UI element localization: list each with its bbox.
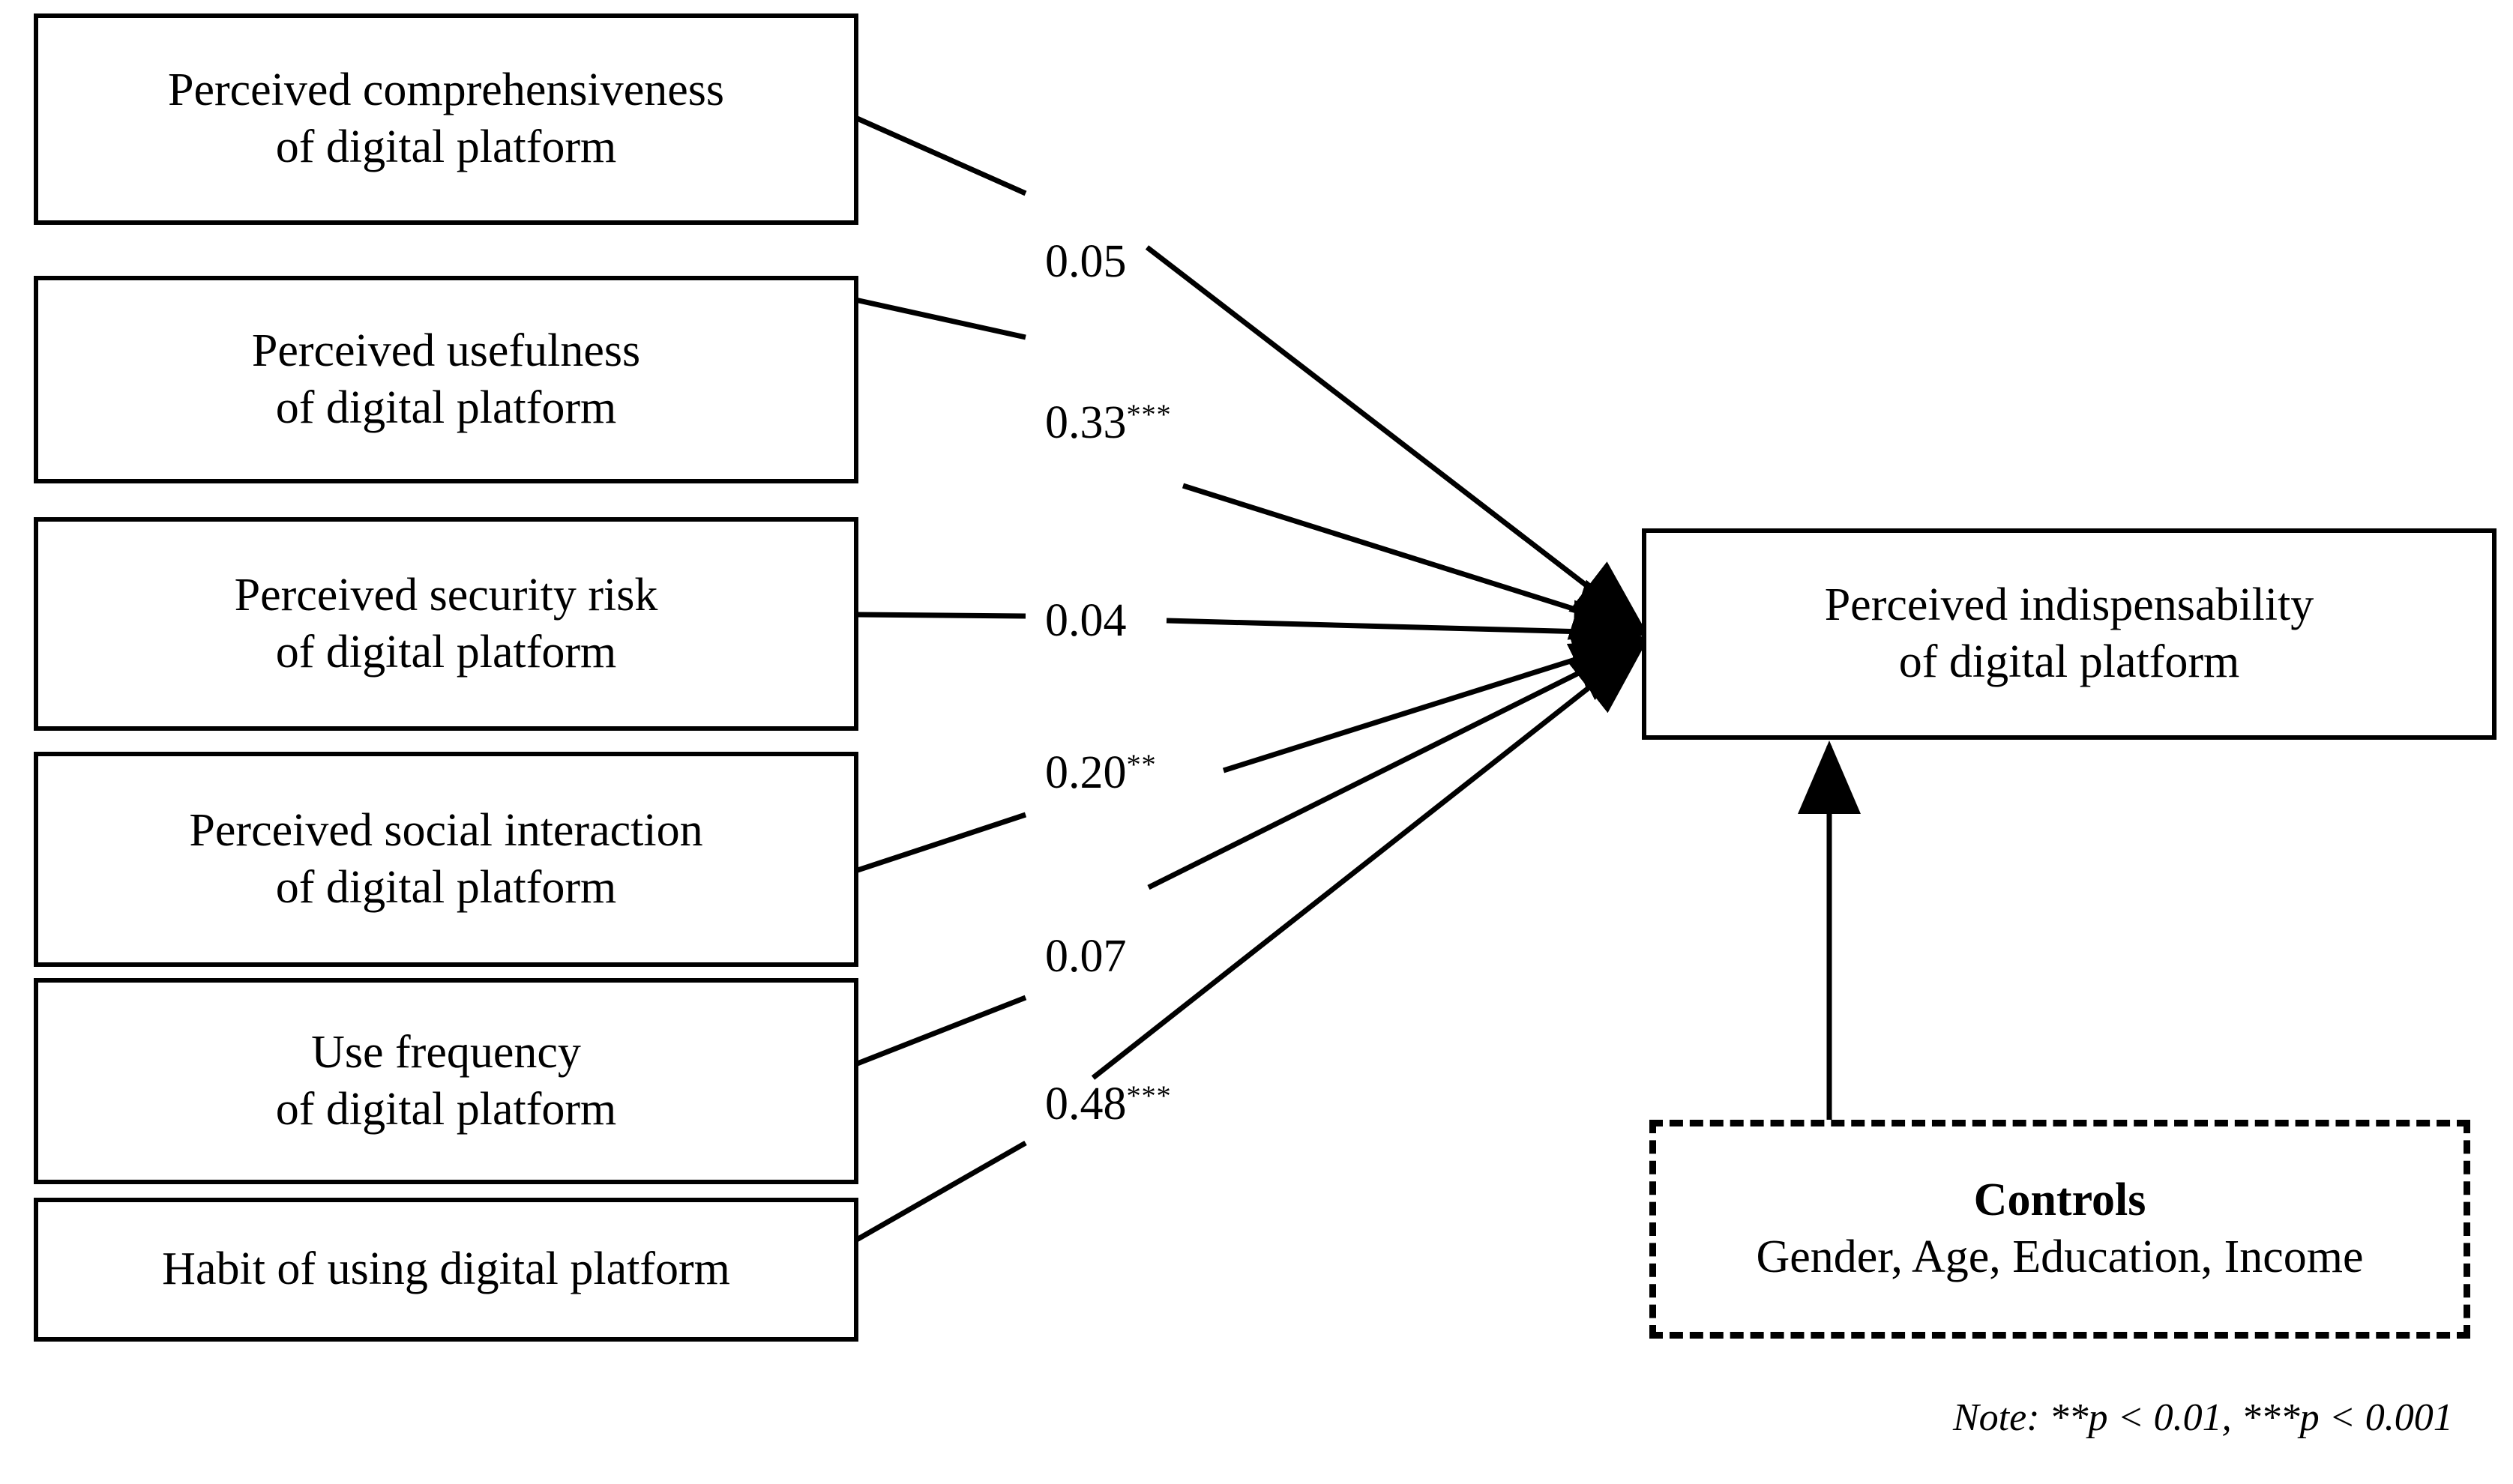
path-line-social-interaction-a [854, 812, 1027, 874]
node-security-risk-line1: Perceived security risk [234, 569, 658, 621]
path-arrow-security-risk [1166, 600, 1647, 663]
coefficient-social-interaction-value: 0.20 [1045, 747, 1127, 798]
path-arrow-comprehensiveness [1145, 245, 1646, 632]
node-controls-title: Controls [1973, 1174, 2146, 1226]
significance-note: Note: **p < 0.01, ***p < 0.001 [1953, 1396, 2453, 1439]
node-indispensability-line2: of digital platform [1898, 636, 2240, 687]
path-arrow-usefulness [1182, 483, 1647, 640]
node-habit-line1: Habit of using digital platform [162, 1243, 730, 1295]
path-line-security-risk-a [855, 612, 1026, 619]
node-indispensability[interactable]: Perceived indispensability of digital pl… [1642, 528, 2497, 740]
node-comprehensiveness[interactable]: Perceived comprehensiveness of digital p… [34, 13, 858, 225]
coefficient-use-frequency-value: 0.07 [1045, 931, 1127, 982]
node-comprehensiveness-line1: Perceived comprehensiveness [167, 64, 724, 116]
node-use-frequency[interactable]: Use frequency of digital platform [34, 978, 858, 1184]
coefficient-comprehensiveness: 0.05 [1041, 238, 1131, 285]
node-security-risk[interactable]: Perceived security risk of digital platf… [34, 517, 858, 731]
coefficient-use-frequency: 0.07 [1041, 933, 1131, 980]
node-social-interaction-line1: Perceived social interaction [189, 804, 703, 856]
node-usefulness[interactable]: Perceived usefulness of digital platform [34, 276, 858, 483]
path-line-usefulness-a [855, 297, 1026, 340]
path-arrow-use-frequency [1147, 639, 1647, 890]
node-controls-items: Gender, Age, Education, Income [1756, 1231, 2364, 1282]
node-habit[interactable]: Habit of using digital platform [34, 1198, 858, 1342]
coefficient-social-interaction: 0.20** [1041, 749, 1161, 796]
node-usefulness-line2: of digital platform [275, 381, 617, 433]
node-indispensability-line1: Perceived indispensability [1824, 579, 2314, 631]
coefficient-habit: 0.48*** [1041, 1081, 1176, 1127]
path-arrow-habit [1091, 642, 1646, 1080]
coefficient-usefulness-value: 0.33 [1045, 397, 1127, 448]
node-security-risk-line2: of digital platform [275, 626, 617, 678]
node-controls[interactable]: Controls Gender, Age, Education, Income [1649, 1120, 2470, 1339]
path-line-habit-a [854, 1140, 1027, 1243]
path-line-use-frequency-a [854, 995, 1027, 1067]
coefficient-comprehensiveness-value: 0.05 [1045, 236, 1127, 287]
node-use-frequency-line2: of digital platform [275, 1083, 617, 1135]
node-comprehensiveness-line2: of digital platform [275, 121, 617, 172]
path-arrow-social-interaction [1222, 629, 1647, 773]
coefficient-habit-value: 0.48 [1045, 1079, 1127, 1129]
coefficient-usefulness-stars: *** [1126, 399, 1172, 431]
coefficient-security-risk-value: 0.04 [1045, 595, 1127, 646]
coefficient-usefulness: 0.33*** [1041, 399, 1176, 446]
node-social-interaction-line2: of digital platform [275, 861, 617, 913]
node-use-frequency-line1: Use frequency [311, 1026, 581, 1078]
path-line-comprehensiveness-a [854, 115, 1027, 196]
coefficient-habit-stars: *** [1126, 1080, 1172, 1112]
coefficient-security-risk: 0.04 [1041, 597, 1131, 644]
node-usefulness-line1: Perceived usefulness [251, 325, 641, 376]
coefficient-social-interaction-stars: ** [1126, 749, 1157, 781]
node-social-interaction[interactable]: Perceived social interaction of digital … [34, 752, 858, 967]
